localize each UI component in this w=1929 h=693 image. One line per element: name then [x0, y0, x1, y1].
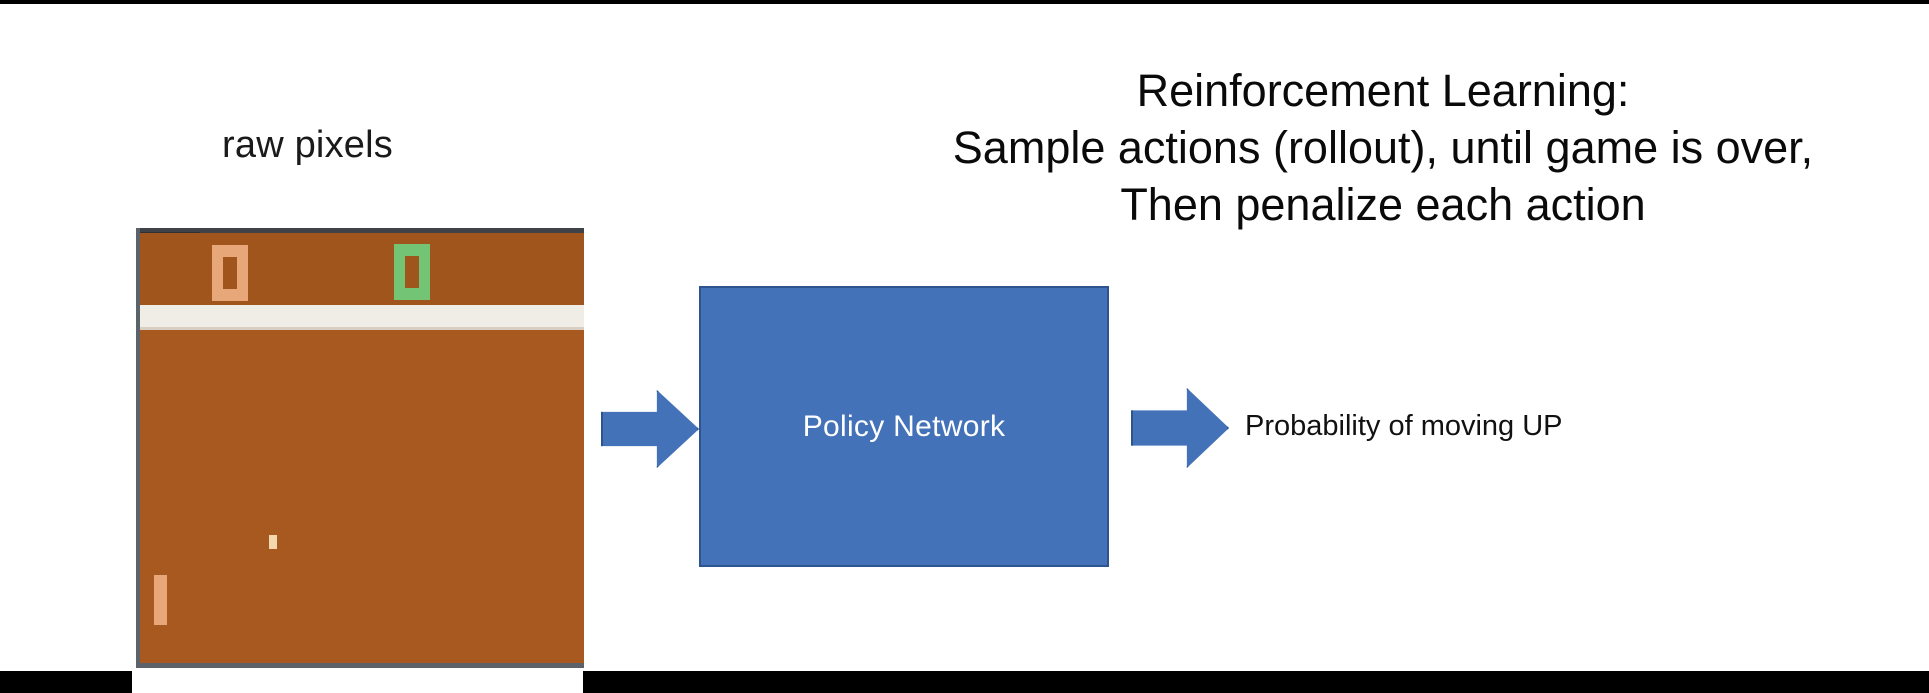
- pong-paddle-right: [431, 666, 445, 668]
- pong-top-border: [140, 228, 584, 233]
- pong-score-band: [140, 233, 584, 305]
- pong-playfield: [140, 330, 584, 663]
- pong-paddle-left: [154, 575, 167, 625]
- bottom-bar-left: [0, 671, 132, 693]
- policy-network-box: Policy Network: [699, 286, 1109, 567]
- digit-segment-left: [212, 245, 223, 301]
- headline-line-1: Reinforcement Learning:: [1136, 65, 1630, 116]
- bottom-bar-right: [583, 671, 1929, 693]
- input-arrow-right-icon: [601, 390, 699, 468]
- pong-score-left: [212, 245, 248, 301]
- output-probability-label: Probability of moving UP: [1245, 410, 1563, 442]
- policy-network-label: Policy Network: [802, 409, 1006, 443]
- digit-segment-right: [237, 245, 248, 301]
- top-edge-strip: [0, 0, 1929, 4]
- raw-pixels-caption: raw pixels: [222, 124, 393, 166]
- headline-block: Reinforcement Learning: Sample actions (…: [838, 62, 1928, 233]
- pong-score-right: [394, 244, 430, 300]
- headline-line-3: Then penalize each action: [1120, 179, 1646, 231]
- output-arrow-right-icon: [1131, 388, 1229, 468]
- headline-line-2: Sample actions (rollout), until game is …: [952, 122, 1814, 174]
- pong-game-frame: [136, 228, 584, 668]
- digit-segment-right: [419, 244, 430, 300]
- pong-divider-shadow: [140, 327, 584, 330]
- pong-ball: [269, 535, 277, 549]
- pong-divider-line: [140, 305, 584, 329]
- digit-segment-left: [394, 244, 405, 300]
